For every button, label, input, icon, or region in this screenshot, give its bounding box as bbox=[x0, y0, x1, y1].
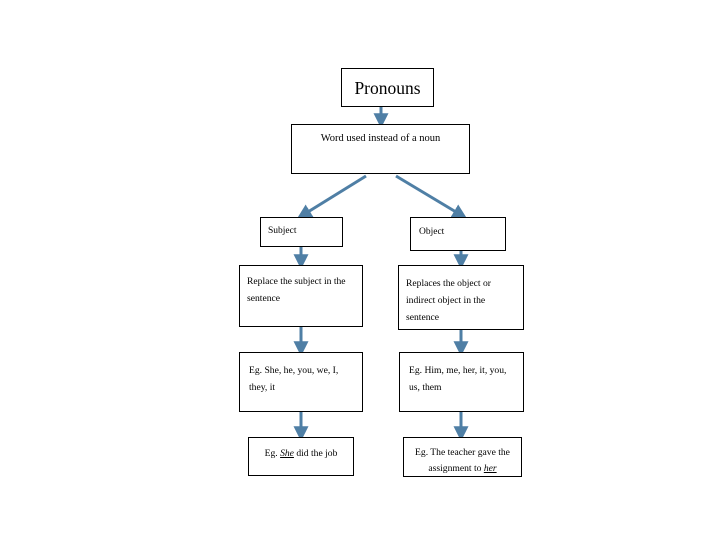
connector-definition-to-object bbox=[395, 174, 468, 219]
node-definition: Word used instead of a noun bbox=[291, 124, 470, 174]
node-subject-examples-label: Eg. She, he, you, we, I, they, it bbox=[249, 365, 339, 393]
object-sentence-emphasis: her bbox=[483, 463, 497, 474]
node-subject-description-label: Replace the subject in the sentence bbox=[247, 276, 346, 304]
subject-sentence-prefix: Eg. bbox=[264, 448, 281, 459]
node-pronouns-title: Pronouns bbox=[341, 68, 434, 107]
node-subject-sentence-text: Eg. She did the job bbox=[249, 438, 353, 462]
node-subject-label: Subject bbox=[268, 226, 297, 236]
node-object-description: Replaces the object or indirect object i… bbox=[398, 265, 524, 330]
node-pronouns-title-label: Pronouns bbox=[354, 77, 421, 98]
node-object-description-label: Replaces the object or indirect object i… bbox=[406, 278, 491, 323]
node-object-label: Object bbox=[419, 227, 445, 237]
node-subject-sentence-example: Eg. She did the job bbox=[248, 437, 354, 476]
node-object-sentence-example: Eg. The teacher gave the assignment to h… bbox=[403, 437, 522, 477]
subject-sentence-suffix: did the job bbox=[293, 448, 338, 459]
node-subject-examples: Eg. She, he, you, we, I, they, it bbox=[239, 352, 363, 412]
subject-sentence-emphasis: She bbox=[280, 448, 294, 459]
node-object-sentence-text: Eg. The teacher gave the assignment to h… bbox=[404, 438, 521, 477]
object-sentence-prefix: Eg. The teacher gave the assignment to bbox=[415, 447, 510, 474]
node-subject-description: Replace the subject in the sentence bbox=[239, 265, 363, 327]
node-object: Object bbox=[410, 217, 506, 251]
node-object-examples: Eg. Him, me, her, it, you, us, them bbox=[399, 352, 524, 412]
node-subject: Subject bbox=[260, 217, 343, 247]
node-definition-label: Word used instead of a noun bbox=[320, 133, 441, 144]
connector-definition-to-subject bbox=[296, 174, 367, 219]
node-object-examples-label: Eg. Him, me, her, it, you, us, them bbox=[409, 365, 507, 393]
